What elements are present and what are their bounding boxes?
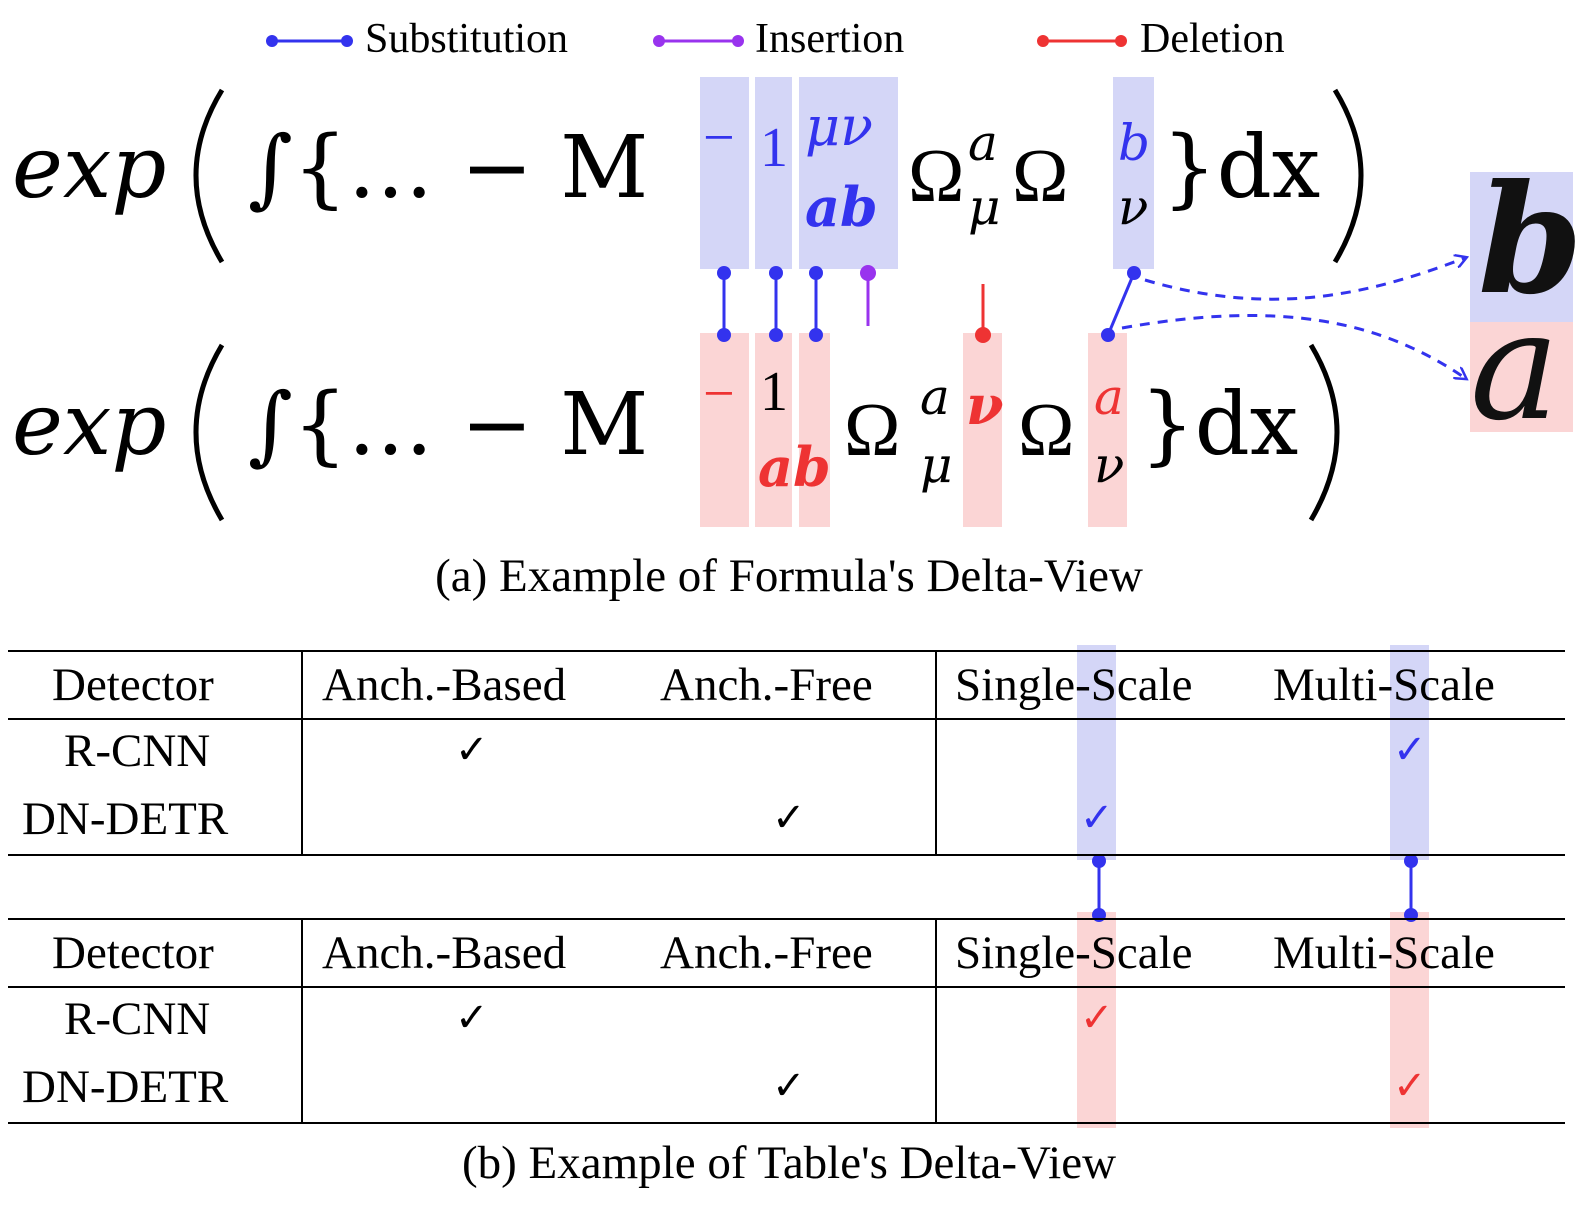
highlight-top-one bbox=[755, 77, 792, 269]
legend-insertion-label: Insertion bbox=[755, 16, 905, 62]
highlight-bottom-ab bbox=[799, 333, 830, 527]
table-top-highlight-single bbox=[1077, 645, 1116, 860]
formula-bottom-sup-one: 1 bbox=[760, 361, 788, 423]
formula-top-sub-ab: ab bbox=[805, 175, 878, 239]
formula-top-operator: ∫{… − M bbox=[248, 118, 649, 218]
table-bottom-row1-anch-based-check: ✓ bbox=[455, 995, 489, 1041]
highlight-bottom-minus bbox=[700, 333, 749, 527]
formula-top-omega2-sub: ν bbox=[1118, 178, 1149, 236]
table-top-header-anch-free: Anch.-Free bbox=[660, 659, 873, 711]
table-bottom-rules bbox=[8, 918, 1565, 1124]
legend-deletion-line bbox=[1037, 35, 1127, 47]
table-top-row2-single-check: ✓ bbox=[1080, 795, 1114, 841]
table-connector-single bbox=[1092, 854, 1106, 922]
table-top-row1-anch-based-check: ✓ bbox=[455, 727, 489, 773]
paren-close-top bbox=[1332, 88, 1364, 264]
table-bottom-header-detector: Detector bbox=[52, 927, 214, 979]
formula-top-sup-minus: − bbox=[703, 107, 735, 169]
zoom-arrow-bottom bbox=[1121, 313, 1465, 378]
table-bottom-row2-detector: DN-DETR bbox=[22, 1061, 229, 1113]
formula-bottom-exp: exp bbox=[12, 375, 167, 475]
table-bottom-highlight-single bbox=[1077, 912, 1116, 1128]
formula-bottom-tail: }dx bbox=[1140, 375, 1299, 475]
zoom-box-bottom bbox=[1470, 322, 1573, 432]
table-top-header-multi-scale: Multi-Scale bbox=[1273, 659, 1495, 711]
highlight-top-b bbox=[1113, 77, 1154, 269]
formula-bottom-omega1-sup: a bbox=[920, 368, 950, 426]
connector-sub-b-a bbox=[1101, 266, 1141, 342]
legend-insertion-line bbox=[653, 35, 744, 47]
formula-bottom-omega1: Ω bbox=[844, 388, 901, 472]
table-bottom-header-anch-based: Anch.-Based bbox=[322, 927, 567, 979]
formula-bottom-sup-minus: − bbox=[703, 363, 735, 425]
table-top-row1-multi-check: ✓ bbox=[1393, 727, 1427, 773]
paren-open-top bbox=[193, 88, 225, 264]
formula-bottom-operator: ∫{… − M bbox=[248, 375, 649, 475]
table-top-rules bbox=[8, 650, 1565, 856]
formula-top-sup-munu: μν bbox=[805, 95, 873, 158]
formula-bottom-omega2-sub: ν bbox=[1094, 436, 1125, 494]
legend-substitution-label: Substitution bbox=[365, 16, 569, 62]
table-top-header-anch-based: Anch.-Based bbox=[322, 659, 567, 711]
formula-bottom-sub-ab: ab bbox=[758, 435, 831, 499]
formula-top-sup-one: 1 bbox=[760, 117, 788, 179]
zoom-glyph-a: a bbox=[1470, 280, 1560, 454]
table-bottom-row2-multi-check: ✓ bbox=[1393, 1063, 1427, 1109]
connector-sub-minus bbox=[717, 266, 731, 342]
legend-deletion-label: Deletion bbox=[1140, 16, 1285, 62]
highlight-bottom-one bbox=[755, 333, 792, 527]
formula-bottom-omega2: Ω bbox=[1018, 388, 1075, 472]
table-bottom-row1-detector: R-CNN bbox=[64, 993, 211, 1045]
zoom-arrow-top bbox=[1144, 258, 1465, 301]
table-connector-multi bbox=[1404, 854, 1418, 922]
table-top-header-single-scale: Single-Scale bbox=[955, 659, 1193, 711]
formula-bottom-extra-nu: ν bbox=[966, 373, 1004, 437]
connector-deletion-nu bbox=[975, 284, 991, 343]
caption-table: (b) Example of Table's Delta-View bbox=[461, 1137, 1117, 1189]
table-top-highlight-multi bbox=[1390, 645, 1429, 860]
table-top-header-detector: Detector bbox=[52, 659, 214, 711]
paren-close-bottom bbox=[1308, 343, 1340, 522]
table-top-row1-detector: R-CNN bbox=[64, 725, 211, 777]
connector-insertion-munu bbox=[860, 265, 876, 326]
table-bottom-header-multi-scale: Multi-Scale bbox=[1273, 927, 1495, 979]
formula-top-exp: exp bbox=[12, 118, 167, 218]
table-bottom-row1-single-check: ✓ bbox=[1080, 995, 1114, 1041]
highlight-top-minus bbox=[700, 77, 749, 269]
zoom-glyph-b: b bbox=[1478, 152, 1578, 328]
table-bottom-header-anch-free: Anch.-Free bbox=[660, 927, 873, 979]
paren-open-bottom bbox=[193, 343, 225, 522]
highlight-bottom-a bbox=[1088, 333, 1127, 527]
legend-substitution-line bbox=[266, 35, 353, 47]
table-bottom-row2-anch-free-check: ✓ bbox=[772, 1063, 806, 1109]
table-bottom-highlight-multi bbox=[1390, 912, 1429, 1128]
highlight-top-munu-ab bbox=[799, 77, 898, 269]
caption-formula: (a) Example of Formula's Delta-View bbox=[435, 550, 1143, 602]
formula-top-omega1-sub: μ bbox=[968, 178, 1001, 236]
formula-top-omega1-sup: a bbox=[968, 114, 998, 172]
formula-bottom-omega2-sup: a bbox=[1094, 368, 1124, 426]
formula-top-omega2: Ω bbox=[1012, 134, 1069, 218]
formula-top-omega2-sup: b bbox=[1118, 114, 1151, 172]
table-top-row2-detector: DN-DETR bbox=[22, 793, 229, 845]
highlight-bottom-nu bbox=[963, 333, 1002, 527]
formula-top-tail: }dx bbox=[1162, 118, 1321, 218]
table-top-row2-anch-free-check: ✓ bbox=[772, 795, 806, 841]
formula-bottom-omega1-sub: μ bbox=[920, 436, 953, 494]
zoom-box-top bbox=[1470, 172, 1573, 322]
connector-sub-one bbox=[769, 266, 783, 342]
table-bottom-header-single-scale: Single-Scale bbox=[955, 927, 1193, 979]
formula-top-omega1: Ω bbox=[908, 134, 965, 218]
connector-sub-ab bbox=[809, 266, 823, 342]
